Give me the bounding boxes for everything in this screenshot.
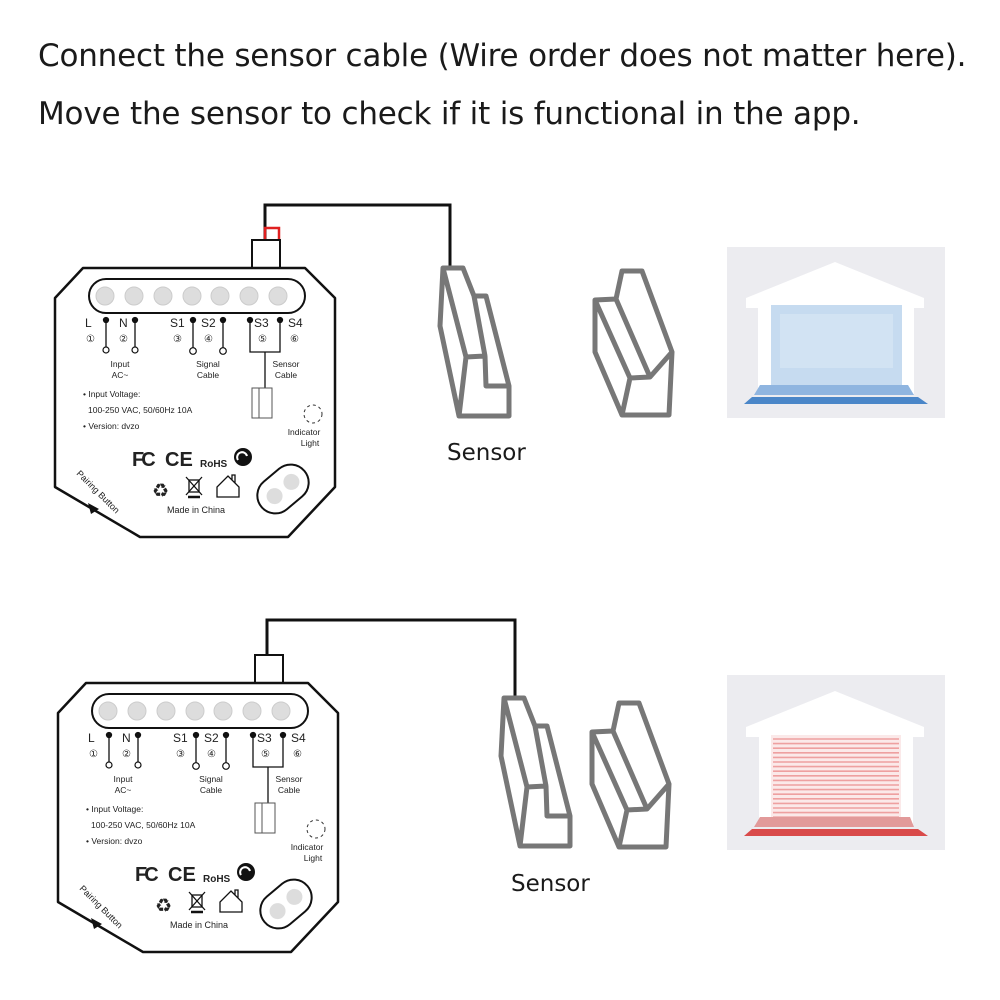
device-label-in0: Input <box>111 359 131 369</box>
svg-text:♻: ♻ <box>152 481 169 502</box>
panel-1: L N S1 S2 S3 S4 ① ② ③ ④ ⑤ ⑥ <box>53 203 945 539</box>
garage-open-illustration <box>727 247 945 418</box>
device-label-sg1: Cable <box>197 370 219 380</box>
device-label-n0: ① <box>89 749 98 760</box>
device-label-c1: CE <box>165 449 193 471</box>
device-label-il1: Light <box>301 438 320 448</box>
device-label-c2: RoHS <box>200 459 228 470</box>
device-label-vh: • Input Voltage: <box>86 804 143 814</box>
device-label-t3: S2 <box>204 731 219 745</box>
device-label-sg0: Signal <box>199 774 223 784</box>
device-label-n5: ⑥ <box>293 749 302 760</box>
sensor-wire-black <box>263 203 452 270</box>
instruction-line-1: Connect the sensor cable (Wire order doe… <box>38 38 967 74</box>
device-label-n4: ⑤ <box>261 749 270 760</box>
sensor-magnet-part <box>501 698 570 846</box>
panel-2: L N S1 S2 S3 S4 ① ② ③ ④ ⑤ ⑥ <box>56 618 945 954</box>
device-label-sg1: Cable <box>200 785 222 795</box>
device-label-t2: S1 <box>170 316 185 330</box>
device-label-vv: 100-250 VAC, 50/60Hz 10A <box>91 820 196 830</box>
switch-module: L N S1 S2 S3 S4 ① ② ③ ④ ⑤ ⑥ <box>56 654 340 954</box>
sensor-label: Sensor <box>447 440 526 466</box>
device-label-in1: AC~ <box>112 370 129 380</box>
device-label-vr: • Version: dvzo <box>86 836 143 846</box>
device-label-n2: ③ <box>173 334 182 345</box>
device-label-sc1: Cable <box>275 370 297 380</box>
device-label-t5: S4 <box>288 316 303 330</box>
device-label-mc: Made in China <box>167 505 225 515</box>
terminal-screws <box>98 701 291 721</box>
device-label-t0: L <box>88 731 95 745</box>
device-label-c1: CE <box>168 864 196 886</box>
device-label-sc0: Sensor <box>273 359 300 369</box>
device-label-il0: Indicator <box>288 427 321 437</box>
device-label-il1: Light <box>304 853 323 863</box>
device-label-n0: ① <box>86 334 95 345</box>
device-label-n4: ⑤ <box>258 334 267 345</box>
device-label-n3: ④ <box>207 749 216 760</box>
device-label-t5: S4 <box>291 731 306 745</box>
garage-closed-illustration <box>727 675 945 850</box>
device-label-in1: AC~ <box>115 785 132 795</box>
device-label-t2: S1 <box>173 731 188 745</box>
device-label-c0: FC <box>135 864 158 886</box>
device-label-t4: S3 <box>257 731 272 745</box>
device-label-t0: L <box>85 316 92 330</box>
sensor-switch-part <box>592 703 669 847</box>
device-label-t1: N <box>122 731 131 745</box>
device-label-t4: S3 <box>254 316 269 330</box>
device-label-c0: FC <box>132 449 155 471</box>
device-label-sc1: Cable <box>278 785 300 795</box>
switch-module: L N S1 S2 S3 S4 ① ② ③ ④ ⑤ ⑥ <box>53 239 337 539</box>
sensor-wire-black <box>265 618 517 698</box>
device-label-sc0: Sensor <box>276 774 303 784</box>
device-label-il0: Indicator <box>291 842 324 852</box>
device-label-in0: Input <box>114 774 134 784</box>
terminal-screws <box>95 286 288 306</box>
instruction-line-2: Move the sensor to check if it is functi… <box>38 96 861 132</box>
device-label-n1: ② <box>122 749 131 760</box>
device-label-n2: ③ <box>176 749 185 760</box>
device-label-vh: • Input Voltage: <box>83 389 140 399</box>
device-body <box>53 266 337 539</box>
device-label-vv: 100-250 VAC, 50/60Hz 10A <box>88 405 193 415</box>
device-label-n3: ④ <box>204 334 213 345</box>
device-label-mc: Made in China <box>170 920 228 930</box>
device-label-c2: RoHS <box>203 874 231 885</box>
device-label-n5: ⑥ <box>290 334 299 345</box>
device-label-sg0: Signal <box>196 359 220 369</box>
svg-text:♻: ♻ <box>155 896 172 917</box>
device-label-vr: • Version: dvzo <box>83 421 140 431</box>
sensor-switch-part <box>595 271 672 415</box>
sensor-magnet-part <box>440 268 509 416</box>
device-label-t3: S2 <box>201 316 216 330</box>
sensor-label: Sensor <box>511 871 590 897</box>
device-body <box>56 681 340 954</box>
device-label-n1: ② <box>119 334 128 345</box>
device-label-t1: N <box>119 316 128 330</box>
